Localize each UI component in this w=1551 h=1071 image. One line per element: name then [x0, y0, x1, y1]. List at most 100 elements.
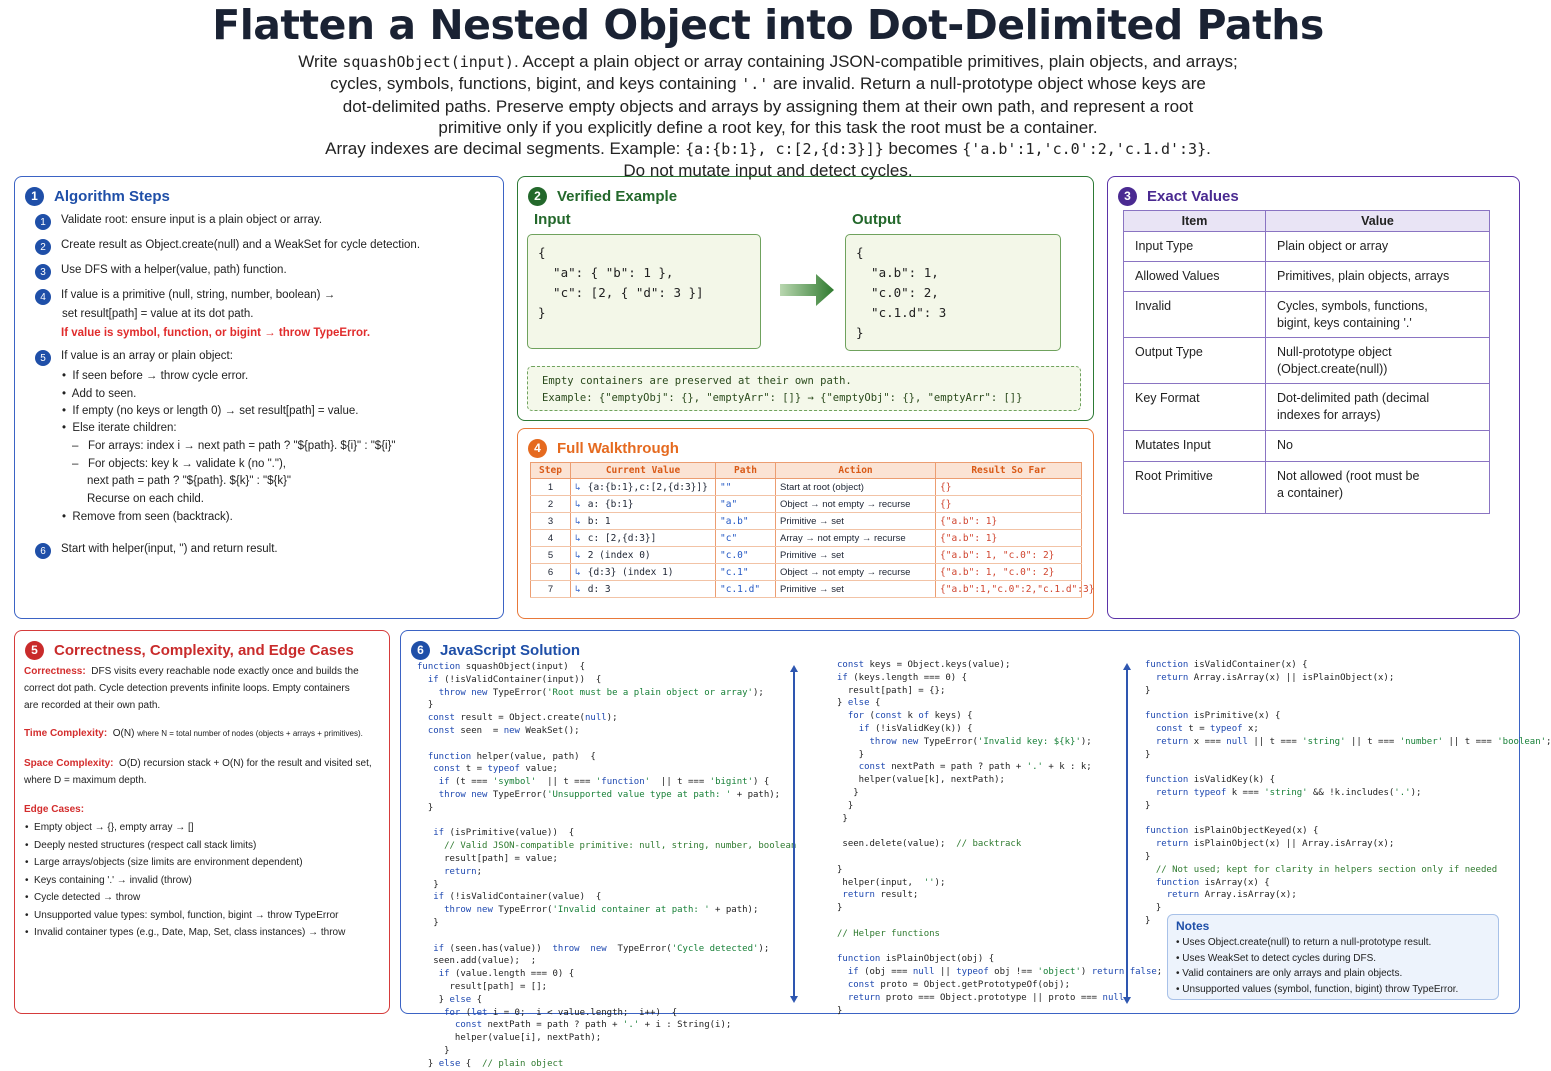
list-item: • If seen before → throw cycle error. — [62, 370, 249, 382]
column-header: Path — [715, 462, 776, 479]
list-item: • Remove from seen (backtrack). — [62, 511, 233, 523]
current-value-cell: ↳{a:{b:1},c:[2,{d:3}]} — [570, 478, 716, 496]
item-cell: Allowed Values — [1123, 261, 1266, 292]
current-value-cell: ↳a: {b:1} — [570, 495, 716, 513]
javascript-solution-panel: 6 JavaScript Solution function squashObj… — [400, 630, 1551, 1069]
table-row: 3↳b: 1"a.b"Primitive → set{"a.b": 1} — [530, 512, 1082, 530]
column-header: Value — [1265, 210, 1490, 232]
panel-header: 2 Verified Example — [528, 185, 677, 207]
result-cell: {"a.b": 1} — [935, 512, 1082, 530]
panel-header: 1 Algorithm Steps — [25, 185, 170, 207]
step-cell: 6 — [530, 563, 571, 581]
step-cell: 2 — [530, 495, 571, 513]
list-item: • Unsupported values (symbol, function, … — [1176, 983, 1459, 995]
current-value-cell: ↳b: 1 — [570, 512, 716, 530]
action-cell: Start at root (object) — [775, 478, 936, 496]
notes-box: Notes • Uses Object.create(null) to retu… — [1167, 914, 1499, 1000]
result-cell: {"a.b": 1, "c.0": 2} — [935, 563, 1082, 581]
step-cell: 4 — [530, 529, 571, 547]
table-row: 2↳a: {b:1}"a"Object → not empty → recurs… — [530, 495, 1082, 513]
notes-title: Notes — [1176, 919, 1210, 933]
panel-title: Full Walkthrough — [557, 439, 679, 457]
result-cell: {"a.b":1,"c.0":2,"c.1.d":3} — [935, 580, 1094, 598]
panel-title: JavaScript Solution — [440, 641, 581, 659]
space-complexity: Space Complexity: O(D) recursion stack +… — [24, 758, 372, 786]
list-item: • Deeply nested structures (respect call… — [25, 839, 257, 851]
column-header: Item — [1123, 210, 1266, 232]
list-item: • Empty object → {}, empty array → [] — [25, 822, 194, 833]
correctness-text: Correctness: DFS visits every reachable … — [24, 666, 359, 711]
correctness-panel: 5 Correctness, Complexity, and Edge Case… — [14, 630, 390, 1014]
list-item: • Unsupported value types: symbol, funct… — [25, 909, 339, 921]
list-item: • Add to seen. — [62, 388, 137, 400]
panel-title: Correctness, Complexity, and Edge Cases — [54, 641, 354, 659]
value-cell: Plain object or array — [1265, 231, 1490, 262]
code-column-3: function isValidContainer(x) { return Ar… — [1145, 660, 1551, 926]
section-number-badge: 2 — [528, 186, 547, 206]
section-number-badge: 5 — [25, 640, 44, 660]
list-item: • Uses WeakSet to detect cycles during D… — [1176, 952, 1377, 964]
column-header: Current Value — [570, 462, 716, 479]
input-label: Input — [534, 211, 571, 228]
child-arrow-icon: ↳ — [575, 566, 581, 578]
empty-containers-note: Empty containers are preserved at their … — [527, 366, 1081, 411]
section-number-badge: 4 — [528, 438, 547, 458]
input-code-box: { "a": { "b": 1 }, "c": [2, { "d": 3 }] … — [527, 234, 761, 349]
list-item: • Uses Object.create(null) to return a n… — [1176, 937, 1432, 948]
list-item: • If empty (no keys or length 0) → set r… — [62, 405, 359, 417]
path-cell: "c.0" — [715, 546, 776, 564]
step-cell: 1 — [530, 478, 571, 496]
section-number-badge: 3 — [1118, 186, 1137, 206]
table-row: 6↳{d:3} (index 1)"c.1"Object → not empty… — [530, 563, 1082, 581]
action-cell: Object → not empty → recurse — [775, 563, 936, 581]
child-arrow-icon: ↳ — [575, 498, 581, 510]
action-cell: Array → not empty → recurse — [775, 529, 936, 547]
child-arrow-icon: ↳ — [575, 481, 581, 493]
page-title: Flatten a Nested Object into Dot-Delimit… — [212, 1, 1324, 49]
list-item: – For arrays: index i → next path = path… — [72, 440, 396, 452]
step-cell: 7 — [530, 580, 571, 598]
section-number-badge: 6 — [411, 640, 430, 660]
child-arrow-icon: ↳ — [575, 515, 581, 527]
panel-header: 3 Exact Values — [1118, 185, 1239, 207]
step-cell: 3 — [530, 512, 571, 530]
column-header: Step — [530, 462, 571, 479]
list-item: • Valid containers are only arrays and p… — [1176, 968, 1403, 979]
list-item: next path = path ? "${path}. ${k}" : "${… — [87, 475, 292, 487]
time-complexity: Time Complexity: O(N) where N = total nu… — [24, 728, 363, 739]
problem-description: Write squashObject(input). Accept a plai… — [298, 52, 1238, 181]
item-cell: Input Type — [1123, 231, 1266, 262]
step-4-detail: set result[path] = value at its dot path… — [62, 308, 254, 320]
code-column-1: function squashObject(input) { if (!isVa… — [417, 662, 797, 1069]
table-row: 1↳{a:{b:1},c:[2,{d:3}]}""Start at root (… — [530, 478, 1082, 496]
list-item: • Invalid container types (e.g., Date, M… — [25, 927, 346, 938]
panel-header: 6 JavaScript Solution — [411, 639, 580, 661]
verified-example-panel: 2 Verified Example Input Output { "a": {… — [517, 176, 1094, 421]
panel-title: Verified Example — [557, 187, 678, 205]
path-cell: "a" — [715, 495, 776, 513]
column-header: Action — [775, 462, 936, 479]
action-cell: Object → not empty → recurse — [775, 495, 936, 513]
right-arrow-icon — [780, 274, 834, 306]
output-label: Output — [852, 211, 902, 228]
action-cell: Primitive → set — [775, 580, 936, 598]
result-cell: {"a.b": 1} — [935, 529, 1082, 547]
value-cell: Cycles, symbols, functions,bigint, keys … — [1265, 291, 1490, 338]
list-item: Recurse on each child. — [87, 493, 204, 505]
